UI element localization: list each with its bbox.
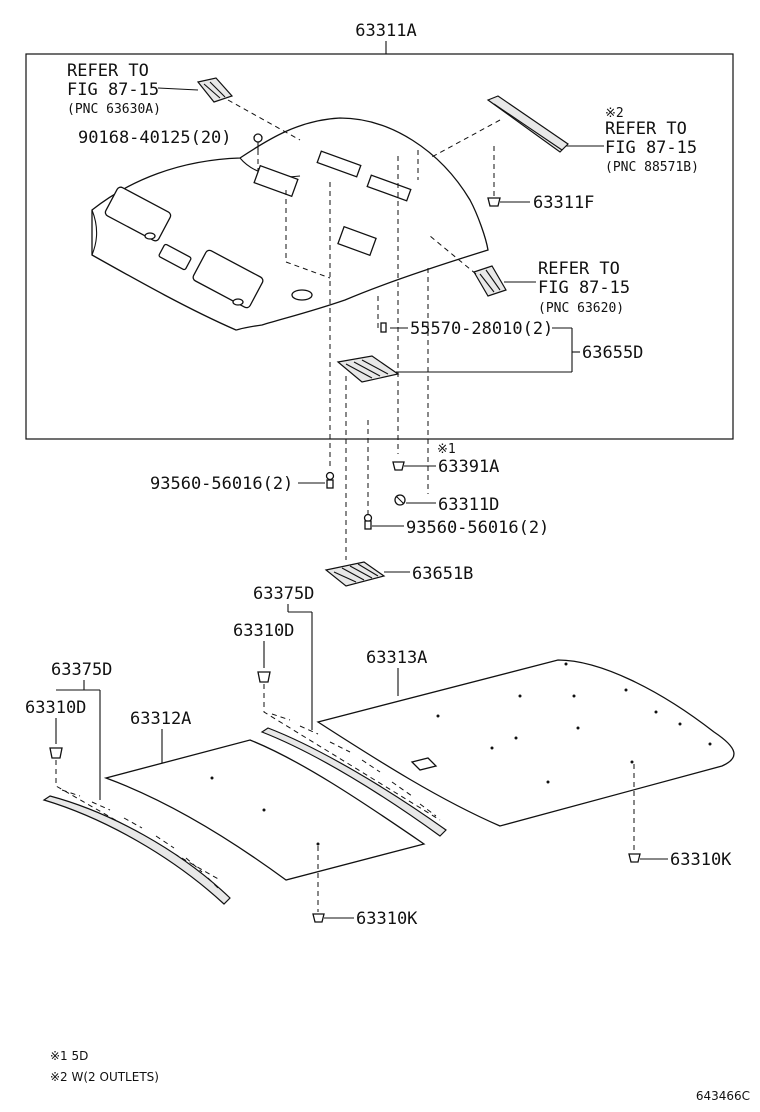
label-63310d-b[interactable]: 63310D: [25, 698, 86, 718]
label-63311d[interactable]: 63311D: [438, 495, 499, 515]
clip-63310k-b-icon[interactable]: [628, 853, 641, 863]
label-55570-28010[interactable]: 55570-28010(2): [410, 319, 553, 339]
clip-63310d-a-icon[interactable]: [257, 671, 271, 683]
label-mark-1: ※1: [437, 442, 456, 457]
label-refer-b-2: FIG 87-15: [605, 138, 697, 158]
label-refer-a-1: REFER TO: [67, 61, 149, 81]
clip-63310k-a-icon[interactable]: [312, 913, 325, 923]
assist-grip-icon[interactable]: [196, 77, 234, 103]
clip-63311f-icon[interactable]: [487, 197, 501, 207]
clip-icon[interactable]: [253, 133, 263, 150]
label-63312a[interactable]: 63312A: [130, 709, 191, 729]
screw-a-icon[interactable]: [325, 471, 335, 489]
clip-63391a-icon[interactable]: [392, 461, 405, 471]
label-63311f[interactable]: 63311F: [533, 193, 594, 213]
label-63310d-a[interactable]: 63310D: [233, 621, 294, 641]
label-refer-c-1: REFER TO: [538, 259, 620, 279]
note-2: ※2 W(2 OUTLETS): [50, 1070, 159, 1084]
label-refer-b-mark: ※2: [605, 106, 624, 121]
label-63310k-b[interactable]: 63310K: [670, 850, 732, 870]
roof-trim-strip-middle[interactable]: [260, 727, 447, 837]
label-90168-40125[interactable]: 90168-40125(20): [78, 128, 232, 148]
label-63651b[interactable]: 63651B: [412, 564, 473, 584]
roof-trim-strip-front[interactable]: [42, 795, 231, 905]
label-63391a[interactable]: 63391A: [438, 457, 499, 477]
clip-55570-icon[interactable]: [380, 322, 387, 333]
screw-b-icon[interactable]: [363, 513, 373, 530]
assembly-frame: [25, 53, 734, 440]
label-refer-c-3: (PNC 63620): [538, 301, 624, 316]
map-lamp-icon[interactable]: [473, 265, 507, 297]
headliner-panel[interactable]: [91, 117, 489, 331]
clip-63310d-b-icon[interactable]: [49, 747, 63, 759]
rear-headliner-panel-63313a[interactable]: [316, 659, 735, 827]
label-93560-56016-a[interactable]: 93560-56016(2): [150, 474, 293, 494]
label-refer-c-2: FIG 87-15: [538, 278, 630, 298]
rear-console-cover-icon[interactable]: [336, 355, 400, 383]
label-63313a[interactable]: 63313A: [366, 648, 427, 668]
label-63375d-b[interactable]: 63375D: [51, 660, 112, 680]
label-refer-b-1: REFER TO: [605, 119, 687, 139]
note-1: ※1 5D: [50, 1049, 88, 1063]
clip-63311d-icon[interactable]: [394, 494, 406, 506]
label-refer-b-3: (PNC 88571B): [605, 160, 699, 175]
label-refer-a-2: FIG 87-15: [67, 80, 159, 100]
cover-63651b-icon[interactable]: [324, 561, 386, 587]
label-63655d[interactable]: 63655D: [582, 343, 643, 363]
rear-outlet-duct-icon[interactable]: [486, 95, 569, 153]
label-refer-a-3: (PNC 63630A): [67, 102, 161, 117]
label-63310k-a[interactable]: 63310K: [356, 909, 418, 929]
label-63311a[interactable]: 63311A: [355, 21, 416, 41]
label-63375d-a[interactable]: 63375D: [253, 584, 314, 604]
label-93560-56016-b[interactable]: 93560-56016(2): [406, 518, 549, 538]
figure-code: 643466C: [696, 1089, 750, 1103]
